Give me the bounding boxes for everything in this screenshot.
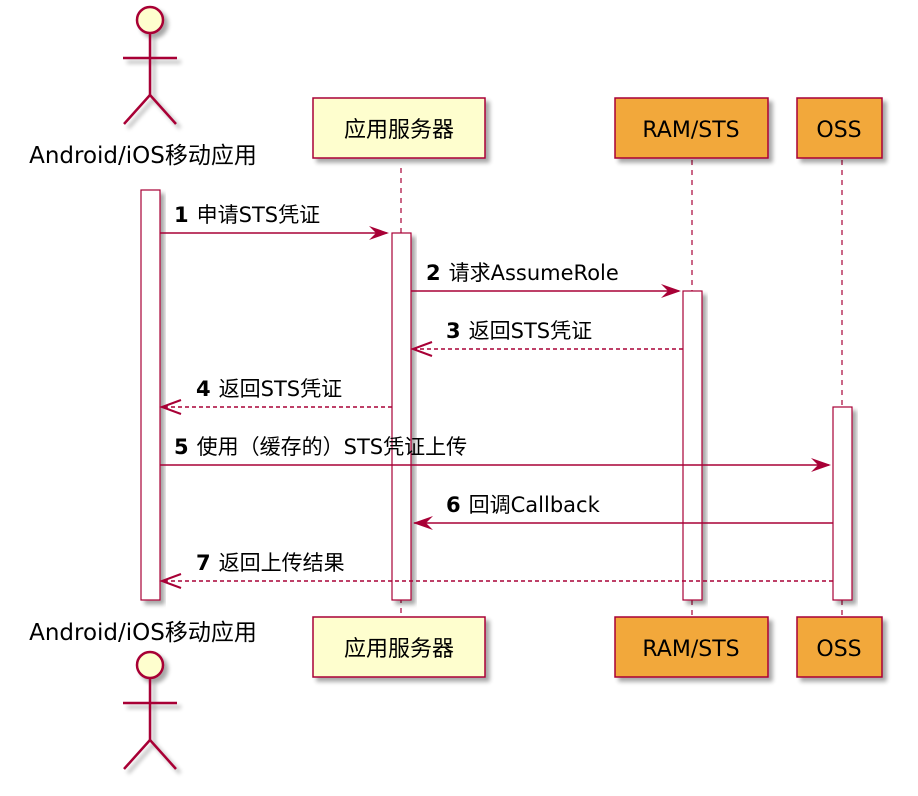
message-1: 1 申请STS凭证 (160, 203, 389, 240)
participant-oss-bottom: OSS (796, 616, 883, 678)
participant-ramsts-top: RAM/STS (614, 97, 769, 159)
actor-head-icon (135, 5, 165, 35)
message-text: 申请STS凭证 (197, 203, 321, 227)
message-number: 6 (446, 493, 461, 517)
participant-label-server-bottom: 应用服务器 (344, 637, 454, 662)
svg-text:5使用（缓存的）STS凭证上传: 5 使用（缓存的）STS凭证上传 (174, 435, 467, 459)
message-5: 5 使用（缓存的）STS凭证上传 (160, 435, 831, 472)
message-number: 1 (174, 203, 189, 227)
participant-server-top: 应用服务器 (312, 97, 486, 159)
activation-mobile (140, 189, 161, 601)
message-7: 7 返回上传结果 (159, 551, 833, 589)
message-text: 使用（缓存的）STS凭证上传 (197, 435, 468, 459)
arrowhead-icon (159, 573, 182, 589)
message-text: 请求AssumeRole (449, 261, 619, 285)
message-4: 4 返回STS凭证 (159, 377, 392, 415)
arrowhead-icon (159, 399, 182, 415)
activation-server (391, 232, 412, 601)
arrowhead-icon (661, 284, 681, 298)
message-number: 2 (426, 261, 441, 285)
activation-oss (832, 406, 853, 601)
actor-mobile-top (123, 5, 177, 125)
message-number: 7 (196, 551, 211, 575)
activation-ramsts (682, 290, 703, 601)
message-number: 4 (196, 377, 211, 401)
message-text: 回调Callback (469, 493, 601, 517)
message-number: 3 (446, 319, 461, 343)
message-text: 返回STS凭证 (469, 319, 593, 343)
actor-mobile-bottom (123, 650, 177, 770)
message-number: 5 (174, 435, 189, 459)
lifelines (400, 160, 843, 615)
message-2: 2 请求AssumeRole (411, 261, 681, 298)
messages: 1 申请STS凭证 2 请求AssumeRole 3 返回STS凭证 4 返回STS凭证… (159, 203, 833, 589)
participant-label-ramsts-bottom: RAM/STS (642, 637, 739, 662)
message-3: 3 返回STS凭证 (410, 319, 683, 357)
participant-oss-top: OSS (796, 97, 883, 159)
actor-head-icon (135, 650, 165, 680)
participant-label-mobile-bottom: Android/iOS移动应用 (29, 620, 257, 646)
message-text: 返回STS凭证 (219, 377, 343, 401)
participant-label-ramsts-top: RAM/STS (642, 118, 739, 143)
participant-label-mobile-top: Android/iOS移动应用 (29, 143, 257, 169)
message-text: 返回上传结果 (219, 551, 345, 575)
participant-label-oss-top: OSS (816, 118, 861, 143)
participant-label-server-top: 应用服务器 (344, 118, 454, 143)
arrowhead-icon (410, 341, 433, 357)
arrowhead-icon (811, 458, 831, 472)
participant-label-oss-bottom: OSS (816, 637, 861, 662)
message-6: 6 回调Callback (413, 493, 833, 530)
arrowhead-icon (369, 226, 389, 240)
participant-server-bottom: 应用服务器 (312, 616, 486, 678)
arrowhead-icon (413, 516, 433, 530)
participant-ramsts-bottom: RAM/STS (614, 616, 769, 678)
